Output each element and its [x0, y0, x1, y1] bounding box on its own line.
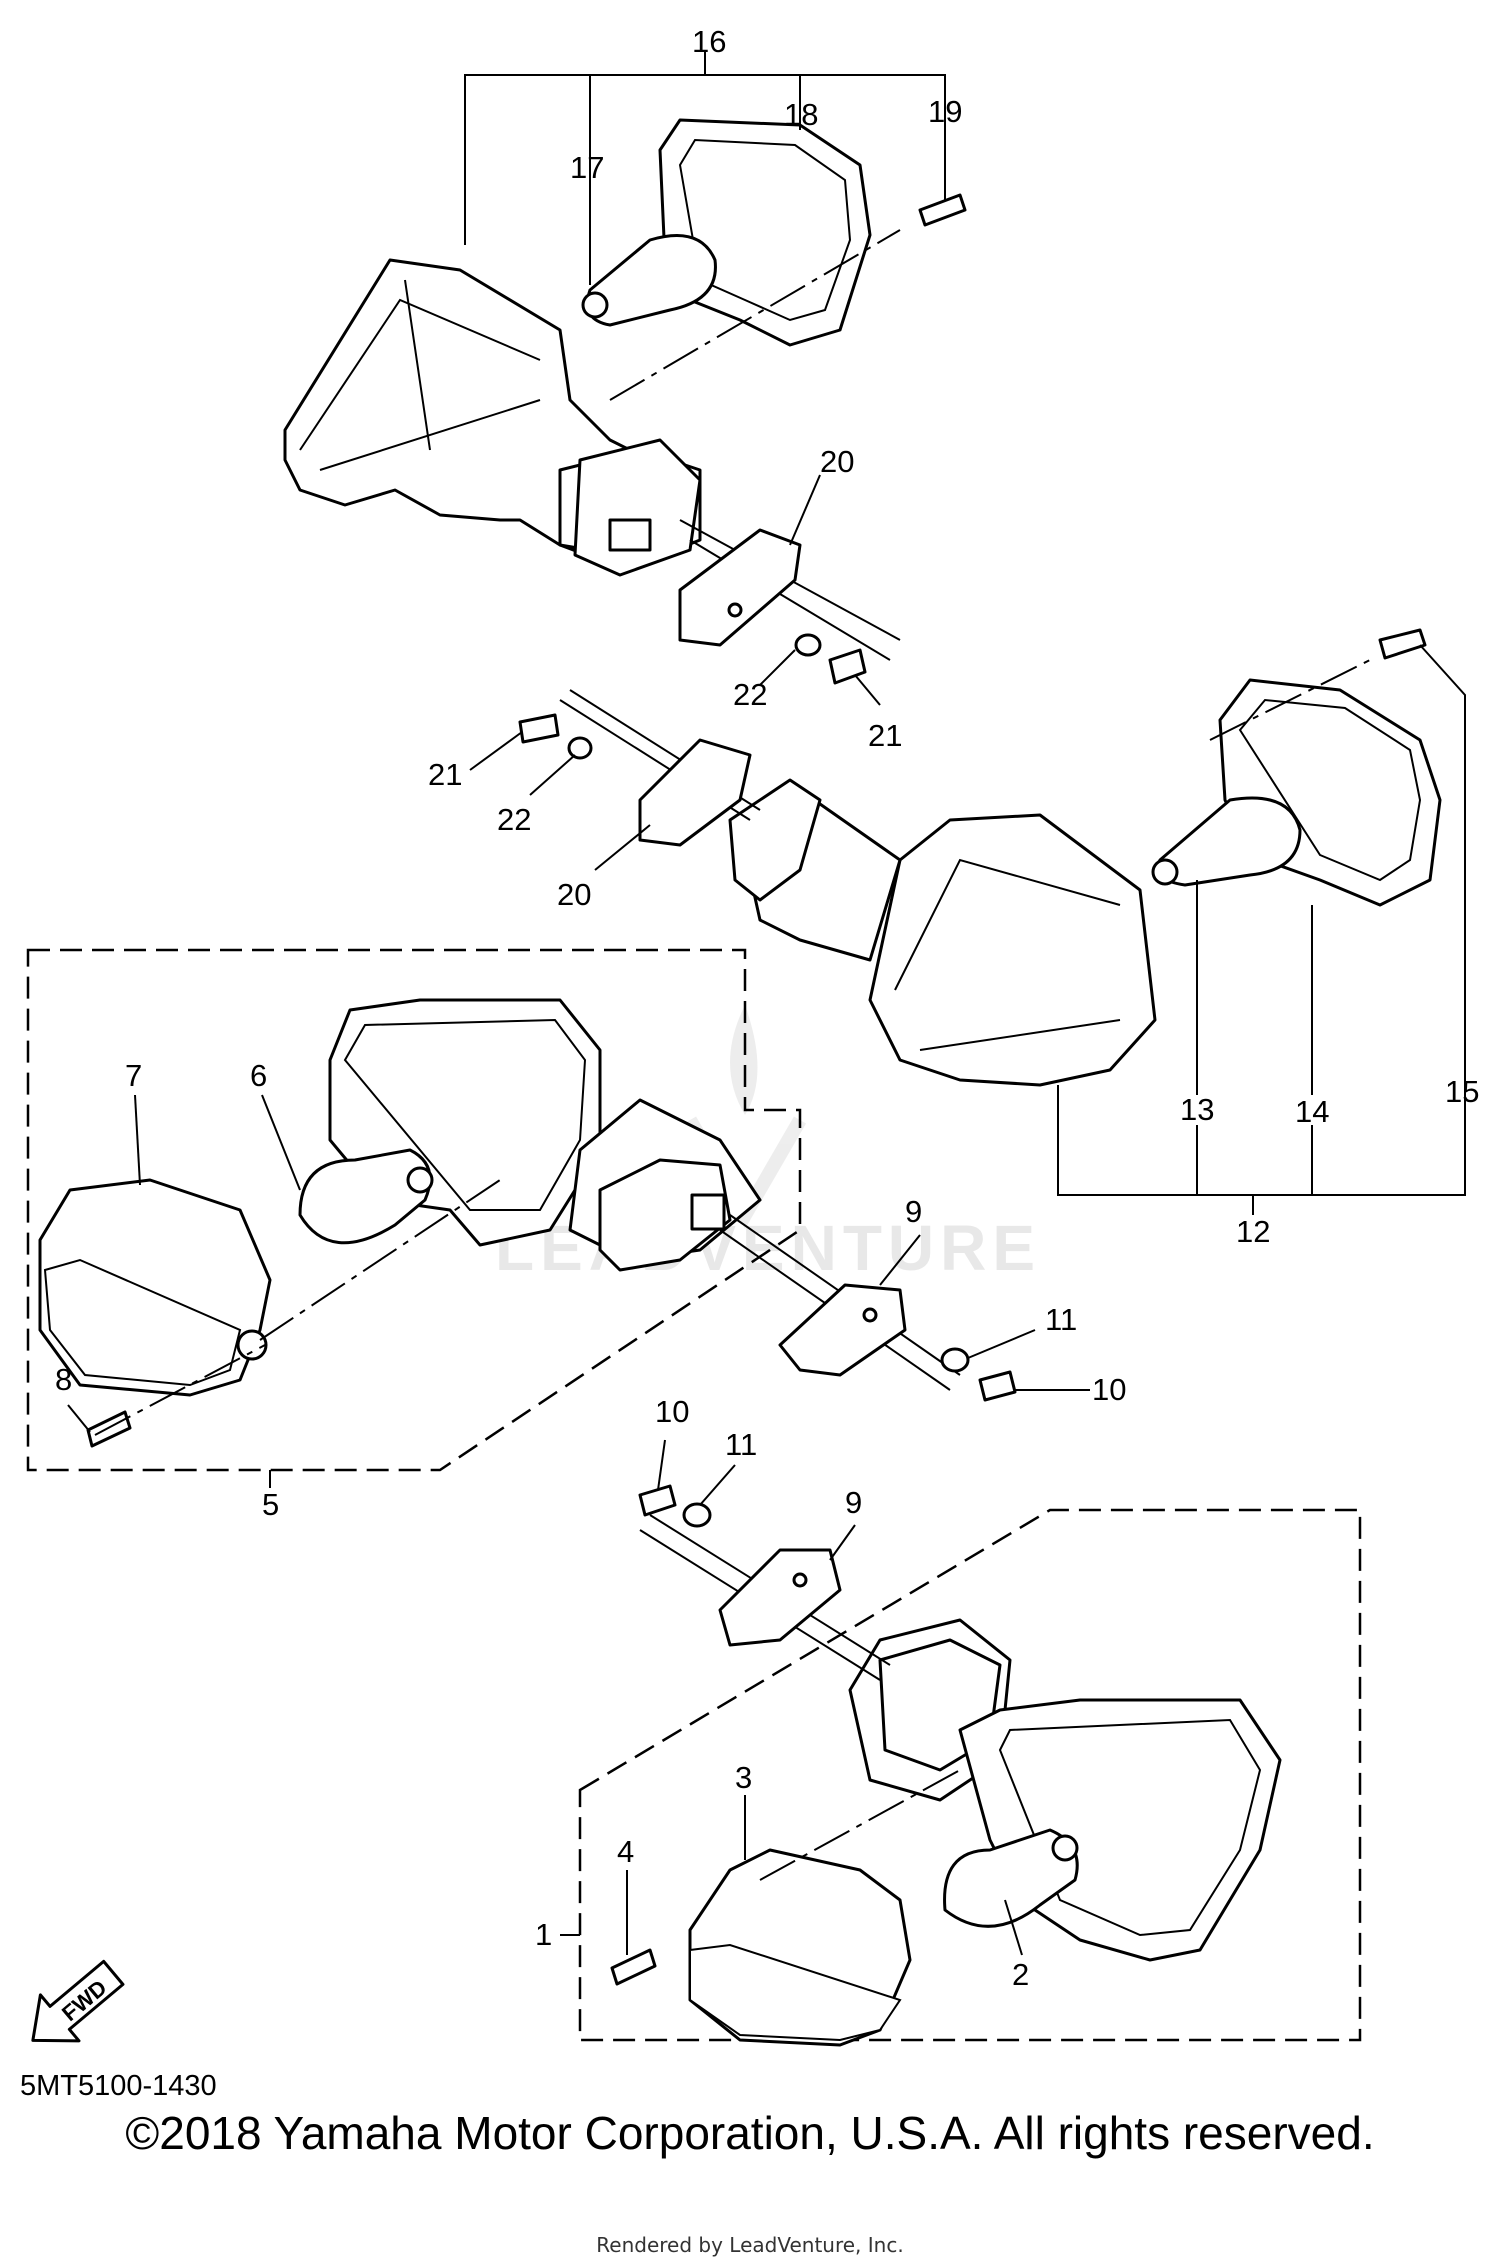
- callout-13: 13: [1180, 1092, 1214, 1127]
- callout-22-top: 22: [733, 677, 767, 712]
- callout-21-top: 21: [868, 718, 902, 753]
- callout-1: 1: [535, 1917, 552, 1952]
- callout-21-mid: 21: [428, 757, 462, 792]
- leadventure-watermark: LEADVENTURE: [495, 1005, 1035, 1284]
- callout-16: 16: [692, 24, 726, 59]
- turn-signal-right-assembly: [518, 628, 1442, 1087]
- fwd-arrow-icon: FWD: [31, 1959, 125, 2043]
- callout-14: 14: [1295, 1094, 1329, 1129]
- callout-3: 3: [735, 1760, 752, 1795]
- callout-12: 12: [1236, 1214, 1270, 1249]
- callout-11-low: 11: [725, 1427, 757, 1462]
- group-1-dashed-boundary: [578, 1508, 1362, 2042]
- callout-19: 19: [928, 94, 962, 129]
- rendered-by-credit: Rendered by LeadVenture, Inc.: [596, 2233, 904, 2257]
- callout-20-top: 20: [820, 444, 854, 479]
- callout-9-low: 9: [845, 1485, 862, 1520]
- callout-numbers: 16 17 18 19 20 22 21 21 22 20 13 14 15 1…: [55, 24, 1479, 1992]
- turn-signal-bottom-assembly: [578, 1484, 1362, 2047]
- callout-4: 4: [617, 1834, 634, 1869]
- turn-signal-top-assembly: [283, 118, 967, 685]
- callout-5: 5: [262, 1487, 279, 1522]
- callout-10-low: 10: [655, 1394, 689, 1429]
- callout-11-mid: 11: [1045, 1302, 1077, 1337]
- callout-15: 15: [1445, 1074, 1479, 1109]
- diagram-code: 5MT5100-1430: [20, 2070, 217, 2102]
- callout-7: 7: [125, 1058, 142, 1093]
- callout-2: 2: [1012, 1957, 1029, 1992]
- callout-8: 8: [55, 1362, 72, 1397]
- callout-10-mid: 10: [1092, 1372, 1126, 1407]
- leader-lines: [67, 52, 1466, 1956]
- callout-6: 6: [250, 1058, 267, 1093]
- turn-signal-left-assembly: [26, 948, 1017, 1472]
- callout-22-mid: 22: [497, 802, 531, 837]
- callout-20-mid: 20: [557, 877, 591, 912]
- callout-18: 18: [784, 97, 818, 132]
- copyright-notice: ©2018 Yamaha Motor Corporation, U.S.A. A…: [125, 2107, 1375, 2159]
- callout-9-mid: 9: [905, 1194, 922, 1229]
- group-5-dashed-boundary: [26, 948, 802, 1472]
- callout-17: 17: [570, 150, 604, 185]
